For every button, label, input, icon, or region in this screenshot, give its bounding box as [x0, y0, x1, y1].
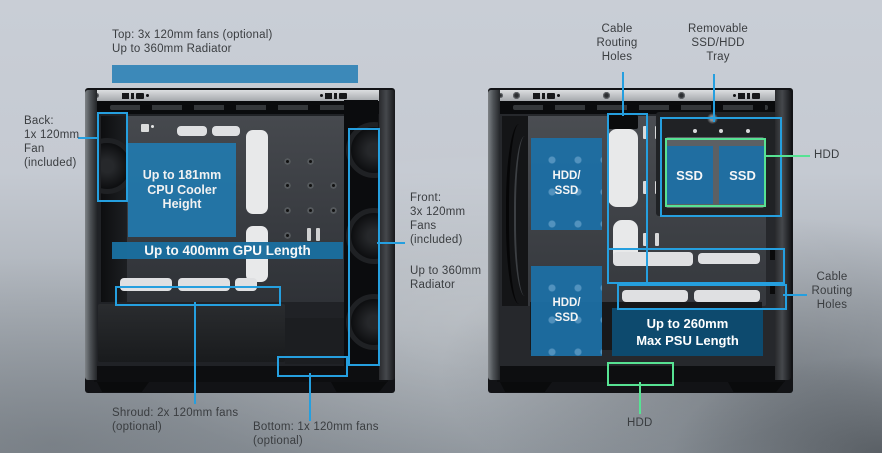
- hdd-right-leader-line: [764, 155, 810, 157]
- standoff-hole: [330, 182, 337, 189]
- cable-bundle: [514, 136, 528, 296]
- bottom-fan-label: Bottom: 1x 120mm fans (optional): [253, 421, 379, 447]
- ssd-left-panel: SSD: [666, 146, 713, 204]
- standoff-hole: [330, 207, 337, 214]
- cable-tie-mount: [643, 126, 647, 139]
- hdd-tray-outline: [665, 138, 766, 207]
- cable-routing-hole: [613, 252, 693, 266]
- expansion-area-outline: [607, 248, 785, 284]
- psu-length-banner: Up to 260mm Max PSU Length: [612, 308, 763, 356]
- screw-icon: [603, 92, 610, 99]
- case-foot: [97, 382, 149, 392]
- screw-icon: [498, 93, 503, 98]
- hdd-bottom-leader-line: [639, 382, 641, 414]
- removable-tray-label: Removable SSD/HDD Tray: [688, 23, 748, 63]
- gpu-length-banner: Up to 400mm GPU Length: [112, 242, 343, 259]
- case-foot: [500, 382, 552, 392]
- screw-icon: [678, 92, 685, 99]
- front-fans-label: Front: 3x 120mm Fans (included): [410, 192, 466, 246]
- top-cutout: [177, 126, 207, 136]
- removable-tray-outline: [660, 117, 782, 217]
- front-frame: [775, 90, 791, 380]
- standoff-hole: [284, 232, 291, 239]
- front-radiator-label: Up to 360mm Radiator: [410, 265, 482, 291]
- cable-routing-hole: [608, 115, 638, 129]
- case-foot: [728, 382, 784, 392]
- io-port-glyph: [141, 124, 156, 132]
- cable-tie-mount: [316, 228, 320, 241]
- cable-routing-top-leader-line: [622, 72, 624, 116]
- standoff-hole: [284, 207, 291, 214]
- bottom-rail: [94, 366, 388, 382]
- cable-routing-right-label: Cable Routing Holes: [811, 271, 853, 311]
- standoff-hole: [284, 158, 291, 165]
- shroud-fans-label: Shroud: 2x 120mm fans (optional): [112, 407, 239, 433]
- screw-icon: [719, 129, 723, 133]
- standoff-hole: [284, 182, 291, 189]
- cable-channel: [502, 116, 528, 306]
- front-fans-outline: [348, 128, 380, 366]
- hdd-ssd-lower-panel: HDD/ SSD: [531, 266, 602, 356]
- cable-routing-hole: [608, 129, 638, 207]
- top-fans-label: Top: 3x 120mm fans (optional) Up to 360m…: [112, 29, 273, 55]
- hdd-ssd-upper-panel: HDD/ SSD: [531, 138, 602, 230]
- cable-tie-mount: [643, 181, 647, 194]
- removable-tray-leader-line: [713, 74, 715, 122]
- screw-icon: [513, 92, 520, 99]
- cable-routing-top-label: Cable Routing Holes: [596, 23, 638, 63]
- screw-icon: [693, 129, 697, 133]
- io-port-glyph: [733, 93, 762, 99]
- front-frame: [379, 90, 395, 380]
- back-fan-outline: [97, 112, 128, 202]
- hdd-right-label: HDD: [814, 149, 840, 161]
- rear-fan: [101, 138, 127, 194]
- front-fans-leader-line: [377, 242, 405, 244]
- io-port-glyph: [320, 93, 349, 99]
- psu-shroud: [98, 304, 285, 362]
- standoff-hole: [307, 158, 314, 165]
- shroud-leader-line: [194, 302, 196, 404]
- io-port-glyph: [122, 93, 151, 99]
- back-fan-label: Back: 1x 120mm Fan (included): [24, 115, 80, 169]
- standoff-hole: [307, 207, 314, 214]
- vent-slots: [110, 105, 370, 110]
- standoff-hole: [307, 182, 314, 189]
- top-vent-band: [94, 101, 386, 114]
- expansion-slot: [698, 253, 760, 264]
- io-port-glyph: [533, 93, 562, 99]
- cable-bundle: [506, 124, 528, 304]
- case-top-panel: [493, 90, 788, 101]
- cpu-backplate-cutout: [246, 130, 268, 214]
- cpu-cooler-height-box: Up to 181mm CPU Cooler Height: [128, 143, 236, 237]
- screw-icon: [746, 129, 750, 133]
- rear-frame: [488, 90, 500, 380]
- expansion-slot: [622, 290, 688, 302]
- top-cutout: [212, 126, 240, 136]
- expansion-slot: [694, 290, 760, 302]
- cable-tie-mount: [643, 233, 647, 246]
- back-fan-leader-line: [78, 137, 97, 139]
- vent-slots: [513, 105, 768, 110]
- rear-fan-bay: [101, 116, 127, 302]
- cable-tie-mount: [655, 233, 659, 246]
- top-radiator-bar: [112, 65, 358, 83]
- rear-frame: [85, 90, 97, 380]
- shroud-fans-outline: [115, 286, 281, 306]
- bottom-fan-outline: [277, 356, 348, 377]
- cable-routing-bottom-outline: [617, 284, 787, 310]
- bottom-rail: [497, 366, 785, 382]
- case-foot: [331, 382, 387, 392]
- cable-routing-right-leader-line: [783, 294, 807, 296]
- cable-tie-mount: [307, 228, 311, 241]
- top-vent-band: [497, 101, 784, 114]
- hdd-bottom-label: HDD: [627, 417, 653, 429]
- bottom-fan-leader-line: [309, 373, 311, 421]
- ssd-right-panel: SSD: [719, 146, 766, 204]
